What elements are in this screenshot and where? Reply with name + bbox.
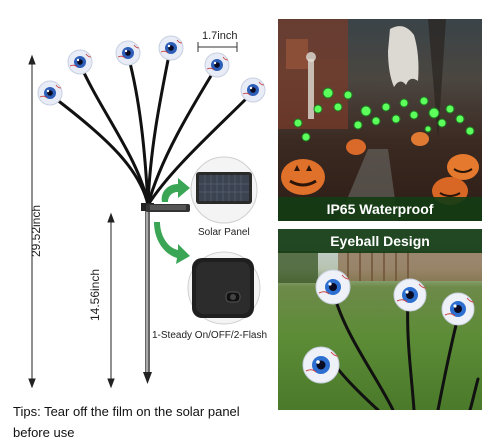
eyeball-design-banner: Eyeball Design [278,229,482,253]
tips-line-1: Tips: Tear off the film on the solar pan… [13,404,240,419]
arrow-to-solar-panel-icon [161,178,190,202]
product-diagram [28,35,266,389]
pumpkin-icon [281,159,325,195]
eyeball-icon [115,40,141,66]
eyeball-design-photo: Eyeball Design [278,229,482,410]
stake-height-dimension [107,212,115,389]
eyeball-icon [302,346,340,384]
arrow-to-switch-icon [154,222,190,264]
total-height-dimension [28,54,36,389]
solar-panel-closeup [190,156,258,224]
lawn-scene [278,251,482,410]
glowing-eyeballs [293,87,475,142]
waterproof-photo: IP65 Waterproof [278,19,482,221]
eyeball-icon [67,49,93,75]
halloween-scene [278,19,479,221]
eyeball-icon [204,52,230,78]
eyeball-heads [37,35,266,106]
tips-text: Tips: Tear off the film on the solar pan… [13,401,283,443]
pumpkin-icon [411,132,429,146]
total-height-label: 29.52inch [29,204,43,258]
stake-height-label: 14.56inch [88,268,102,322]
stake-solar-panel [146,204,190,212]
eyeball-icon [393,278,427,312]
eyeball-icon [158,35,184,61]
firefly-stems [50,48,255,207]
eyeball-icon [240,77,266,103]
eye-width-dimension [197,42,238,52]
waterproof-banner: IP65 Waterproof [278,197,482,221]
pumpkin-icon [447,154,479,180]
switch-caption: 1-Steady On/OFF/2-Flash [152,330,268,341]
switch-closeup [187,251,261,325]
eyeball-icon [315,269,351,305]
tips-line-2: before use [13,425,75,440]
pumpkin-icon [346,139,366,155]
ground-stake [141,203,154,384]
eyeball-icon [37,80,63,106]
eye-width-label: 1.7inch [202,30,238,42]
solar-panel-caption: Solar Panel [198,227,250,238]
eyeball-icon [441,292,475,326]
